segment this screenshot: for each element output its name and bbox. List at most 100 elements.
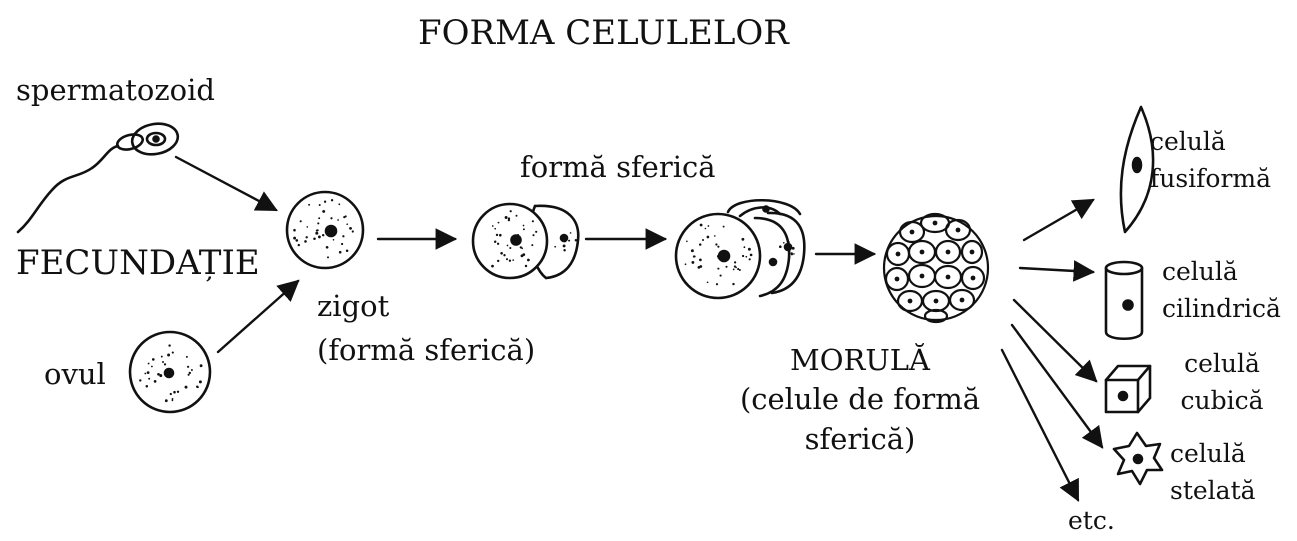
fusiform-cell-icon [1121,107,1153,232]
stipple-dot [151,366,153,368]
stipple-dot [324,201,326,203]
stipple-dot [331,233,333,235]
stipple-dot [165,399,168,402]
stipple-dot [199,380,202,383]
stipple-dot [792,247,795,250]
stipple-dot [521,247,523,249]
stipple-dot [170,393,172,395]
stipple-dot [300,220,302,222]
stipple-dot [148,378,150,380]
stipple-dot [506,258,508,260]
stipple-dot [315,232,318,235]
label-fusiform-line2: fusiformă [1150,165,1271,194]
stipple-dot [509,247,511,249]
stipple-dot [783,242,785,244]
stipple-dot [575,239,577,241]
stipple-dot [791,253,793,255]
stipple-dot [157,373,160,376]
diagram-title: FORMA CELULELOR [418,14,789,53]
stipple-dot [197,386,199,388]
stipple-dot [508,217,510,219]
stipple-dot [734,261,736,263]
stipple-dot [318,217,320,219]
label-fusiform-cell: celulă fusiformă [1150,128,1271,194]
stipple-dot [748,248,751,251]
stipple-dot [187,366,189,368]
label-cylindrical-line1: celulă [1162,258,1281,287]
stipple-dot [147,371,150,374]
label-zigot: zigot [317,290,389,323]
label-cubic-line1: celulă [1172,350,1272,379]
label-fecundatie: FECUNDAȚIE [16,244,260,283]
stipple-dot [532,234,534,236]
stipple-dot [338,203,340,205]
stipple-dot [749,258,751,260]
stipple-dot [715,243,717,245]
stipple-dot [563,244,566,247]
stipple-dot [293,229,296,232]
stipple-dot [507,245,509,247]
stipple-dot [685,263,687,265]
stipple-dot [742,255,744,257]
stipple-dot [691,249,694,252]
stipple-dot [570,232,572,234]
stipple-dot [339,251,342,254]
stipple-dot [527,259,530,262]
stipple-dot [200,364,203,367]
four-cell-stage-icon [676,200,804,298]
label-cubic-line2: cubică [1172,387,1272,416]
stipple-dot [720,275,722,277]
stipple-dot [162,361,164,363]
stipple-dot [298,244,300,246]
stellate-cell-icon [1114,433,1162,484]
stipple-dot [491,265,494,268]
label-zigot-form: (formă sferică) [317,334,535,367]
stipple-dot [342,235,344,237]
label-morula: MORULĂ (celule de formă sferică) [700,344,1020,456]
stipple-dot [509,260,511,262]
stipple-dot [337,219,339,221]
stipple-dot [168,344,170,346]
stipple-dot [523,225,525,227]
stipple-dot [191,369,193,371]
morula-icon [884,214,988,322]
stipple-dot [531,244,533,246]
stipple-dot [723,226,725,228]
stipple-dot [497,243,499,245]
stipple-dot [744,246,746,248]
stipple-dot [139,379,141,381]
stipple-dot [167,354,170,357]
ovul-icon [130,332,210,412]
stipple-dot [750,254,753,257]
stipple-dot [517,234,519,236]
stipple-dot [498,222,500,224]
stipple-dot [173,391,176,394]
stipple-dot [693,255,695,257]
stipple-dot [699,243,701,245]
stipple-dot [152,358,155,361]
stipple-dot [177,391,179,393]
stipple-dot [494,228,496,230]
label-ovul: ovul [44,358,106,391]
label-cylindrical-line2: cilindrică [1162,295,1281,324]
spermatozoid-icon [18,120,180,232]
stipple-dot [330,217,332,219]
stipple-dot [691,261,694,264]
stipple-dot [308,204,310,206]
stipple-dot [741,238,744,241]
stipple-dot [739,269,741,271]
label-morula-desc2: sferică) [700,423,1020,456]
stipple-dot [146,385,149,388]
stipple-dot [707,281,709,283]
stipple-dot [327,256,329,258]
stipple-dot [500,252,503,255]
stipple-dot [707,236,710,239]
stipple-dot [317,222,319,224]
stipple-dot [189,372,191,374]
stipple-dot [702,239,704,241]
label-morula-desc1: (celule de formă [700,383,1020,416]
stipple-dot [716,283,718,285]
stipple-dot [328,231,330,233]
label-forma-sferica: formă sferică [520,151,716,184]
